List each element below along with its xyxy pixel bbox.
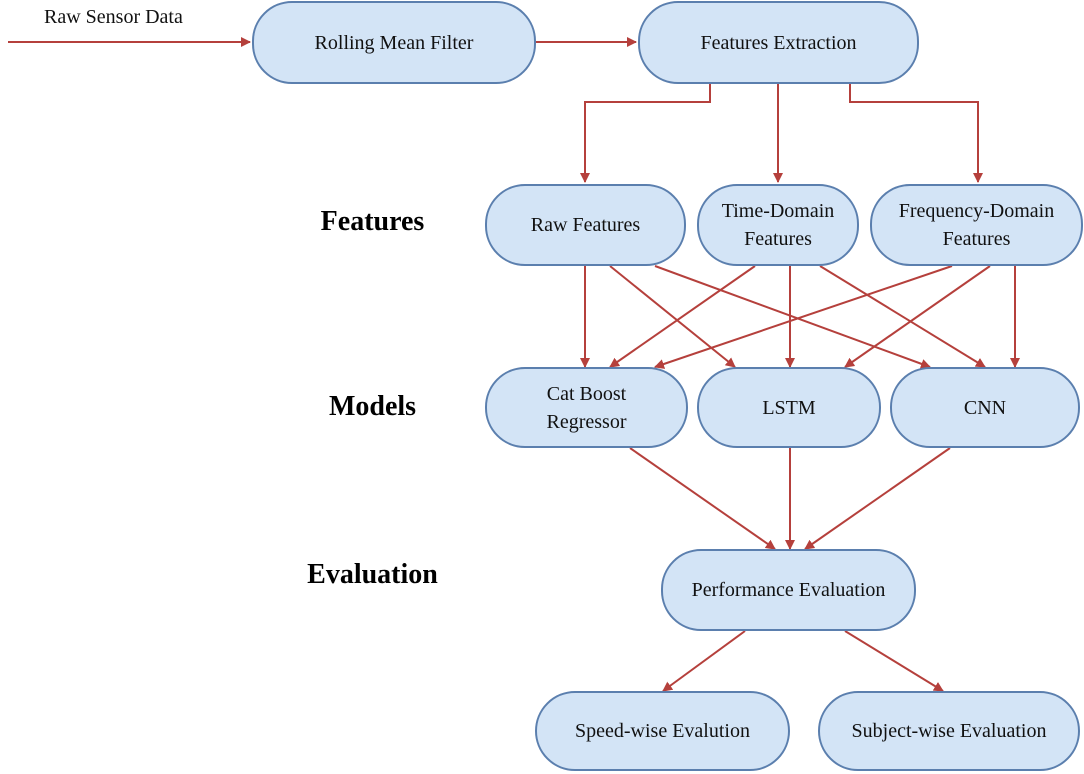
raw-sensor-data-label: Raw Sensor Data [44, 6, 183, 28]
evaluation-section-label: Evaluation [307, 559, 438, 590]
lstm-node: LSTM [697, 367, 881, 448]
frequency-domain-features-node: Frequency-Domain Features [870, 184, 1083, 266]
cnn-node: CNN [890, 367, 1080, 448]
rolling-mean-filter-node: Rolling Mean Filter [252, 1, 536, 84]
edge-performance-to-speed-wise [662, 630, 746, 692]
models-section-label: Models [328, 391, 417, 422]
edge-extraction-to-frequency-domain [849, 84, 983, 183]
edge-performance-to-subject-wise [844, 630, 944, 692]
catboost-regressor-node: Cat Boost Regressor [485, 367, 688, 448]
features-section-label: Features [320, 206, 425, 237]
edge-extraction-to-raw-features [580, 84, 711, 183]
subject-wise-evaluation-node: Subject-wise Evaluation [818, 691, 1080, 771]
features-extraction-node: Features Extraction [638, 1, 919, 84]
edge-frequency-to-lstm [844, 265, 991, 368]
edge-frequency-to-catboost [654, 265, 953, 369]
edge-time-to-cnn [819, 265, 986, 368]
time-domain-features-node: Time-Domain Features [697, 184, 859, 266]
speed-wise-evaluation-node: Speed-wise Evalution [535, 691, 790, 771]
edge-time-to-catboost [609, 265, 756, 368]
raw-features-node: Raw Features [485, 184, 686, 266]
edge-cnn-to-performance [804, 447, 951, 550]
edge-raw-to-lstm [609, 265, 736, 368]
performance-evaluation-node: Performance Evaluation [661, 549, 916, 631]
edge-catboost-to-performance [629, 447, 776, 550]
edge-raw-to-cnn [654, 265, 931, 369]
